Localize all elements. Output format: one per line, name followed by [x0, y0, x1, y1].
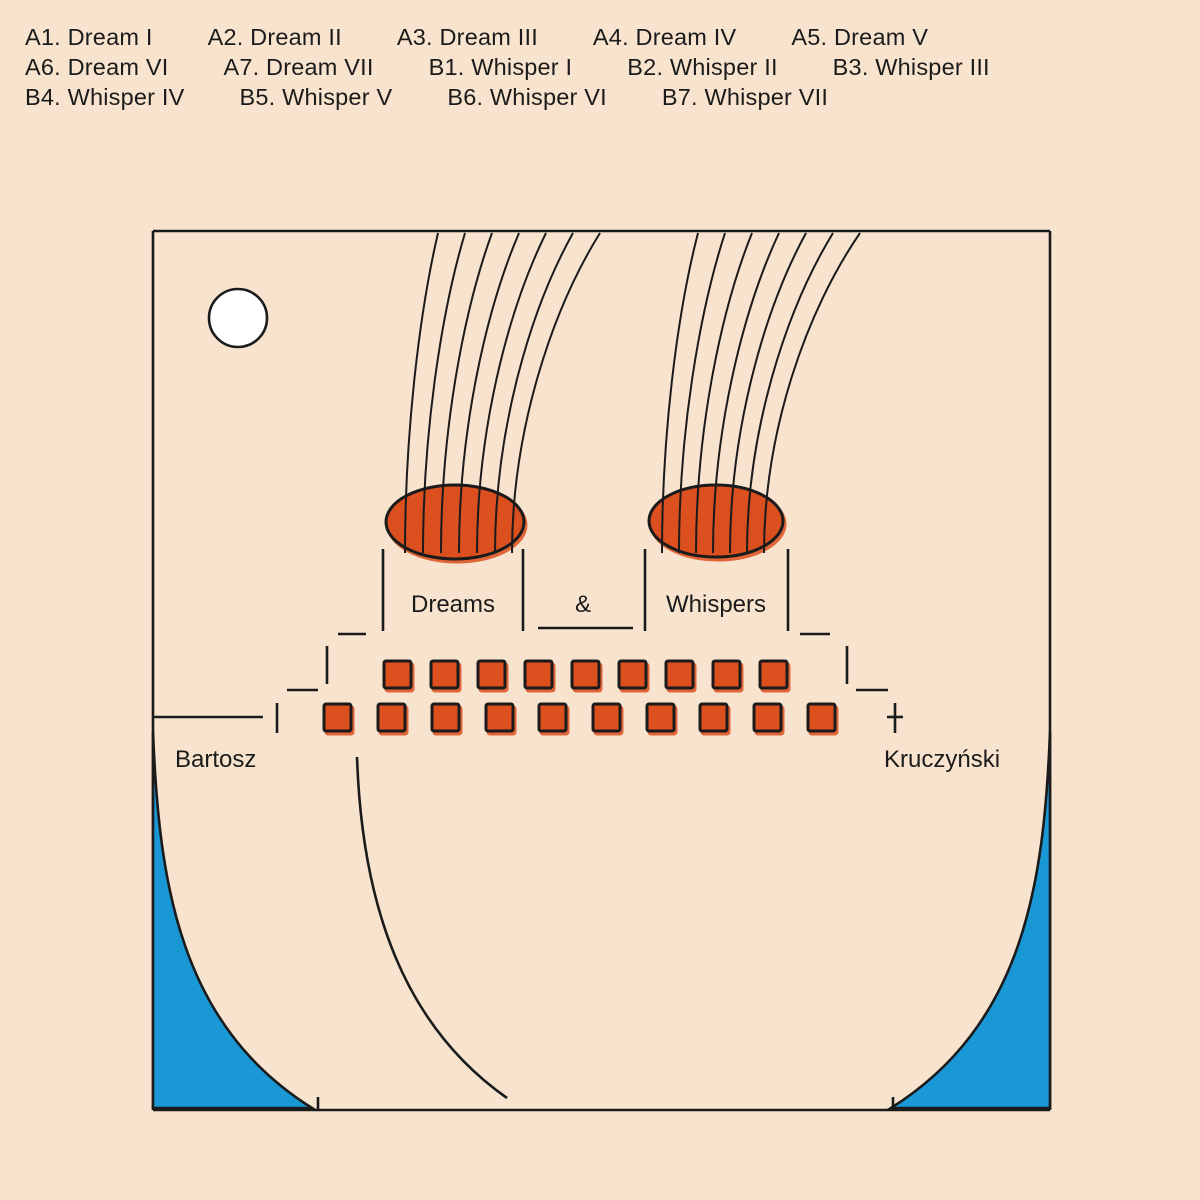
track-item: B6. Whisper VI — [447, 84, 607, 110]
tooth — [591, 702, 622, 733]
right-step-lines — [800, 632, 903, 733]
tooth — [711, 659, 742, 690]
tracklist-row-3: B4. Whisper IV B5. Whisper V B6. Whisper… — [25, 82, 990, 112]
teeth-top-row — [382, 659, 789, 690]
tooth — [376, 702, 407, 733]
tooth — [752, 702, 783, 733]
tooth — [523, 659, 554, 690]
tooth — [698, 702, 729, 733]
left-eye — [384, 483, 526, 561]
track-item: A2. Dream II — [207, 24, 342, 50]
left-step-lines — [275, 632, 366, 733]
track-item: B4. Whisper IV — [25, 84, 185, 110]
right-blue-wave — [886, 731, 1052, 1110]
tooth — [430, 702, 461, 733]
artist-last-name: Kruczyński — [884, 746, 1001, 773]
moon-circle — [207, 287, 269, 349]
tooth — [664, 659, 695, 690]
right-hair-strands — [661, 232, 861, 554]
track-item: A4. Dream IV — [592, 24, 737, 50]
track-item: A6. Dream VI — [25, 54, 169, 80]
tracklist-row-2: A6. Dream VI A7. Dream VII B1. Whisper I… — [25, 52, 990, 82]
tooth — [806, 702, 837, 733]
eyes — [384, 483, 785, 561]
title-ampersand: & — [574, 591, 592, 618]
track-item: B5. Whisper V — [239, 84, 393, 110]
tooth — [645, 702, 676, 733]
artist-first-name: Bartosz — [175, 746, 257, 773]
chin-curve — [355, 756, 508, 1100]
track-item: B1. Whisper I — [428, 54, 573, 80]
track-item: A3. Dream III — [396, 24, 538, 50]
tooth — [537, 702, 568, 733]
tooth — [322, 702, 353, 733]
tooth — [617, 659, 648, 690]
tooth — [476, 659, 507, 690]
tooth — [429, 659, 460, 690]
title-dreams: Dreams — [410, 591, 496, 618]
tooth — [382, 659, 413, 690]
tracklist-row-1: A1. Dream I A2. Dream II A3. Dream III A… — [25, 22, 990, 52]
tooth — [484, 702, 515, 733]
track-item: A5. Dream V — [791, 24, 929, 50]
left-hair-strands — [404, 232, 601, 554]
tooth — [570, 659, 601, 690]
tracklist: A1. Dream I A2. Dream II A3. Dream III A… — [25, 22, 990, 112]
teeth-bottom-row — [322, 702, 837, 733]
track-item: A7. Dream VII — [223, 54, 374, 80]
left-blue-wave — [151, 731, 317, 1110]
track-item: B2. Whisper II — [627, 54, 778, 80]
track-item: B3. Whisper III — [832, 54, 990, 80]
tooth — [758, 659, 789, 690]
track-item: B7. Whisper VII — [661, 84, 829, 110]
track-item: A1. Dream I — [25, 24, 153, 50]
title-brackets — [381, 549, 790, 631]
title-whispers: Whispers — [665, 591, 767, 618]
